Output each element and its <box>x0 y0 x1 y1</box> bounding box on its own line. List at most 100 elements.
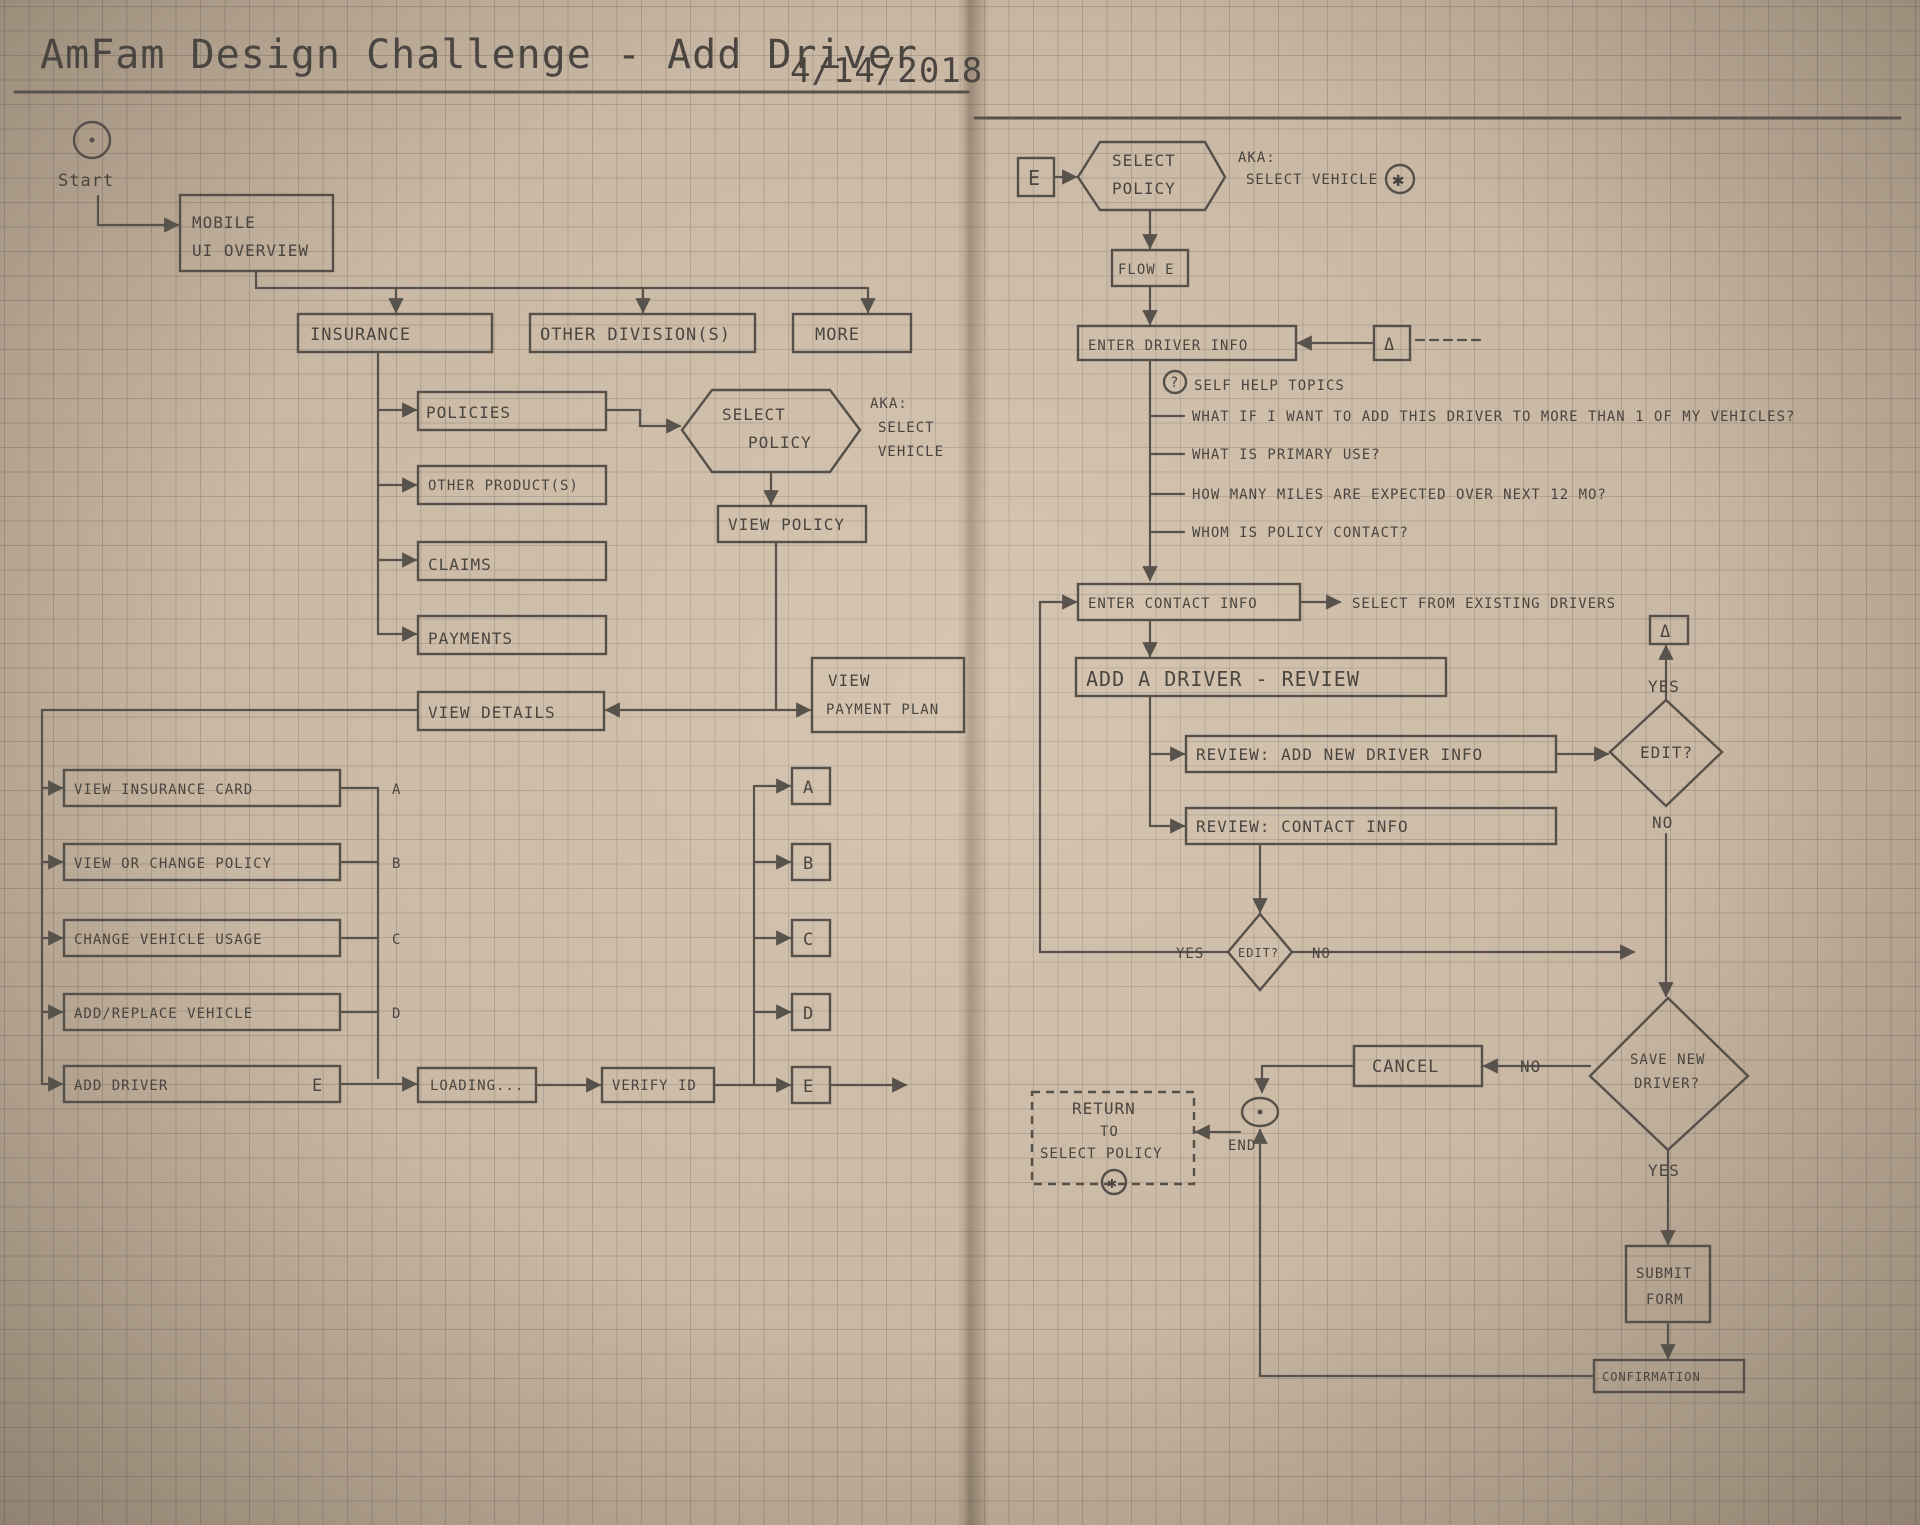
mobile-overview-line2: UI OVERVIEW <box>192 241 309 260</box>
enter-driver-label: ENTER DRIVER INFO <box>1088 338 1248 354</box>
output-letter: B <box>803 854 814 874</box>
payments-label: PAYMENTS <box>428 629 513 648</box>
start-connector <box>96 194 180 233</box>
select-existing-label: SELECT FROM EXISTING DRIVERS <box>1352 596 1616 612</box>
aka-label-3: VEHICLE <box>878 444 944 460</box>
output-box <box>790 918 832 958</box>
other-products-label: OTHER PRODUCT(S) <box>428 478 579 494</box>
view-details-label: VIEW DETAILS <box>428 703 556 722</box>
star-icon: ✱ <box>1392 167 1405 191</box>
aka-label-2: SELECT <box>878 420 935 436</box>
edit1-no-label: NO <box>1652 813 1673 832</box>
end-dot <box>1257 1109 1263 1115</box>
output-letter: E <box>803 1077 814 1097</box>
view-policy-box <box>716 504 868 544</box>
more-box <box>791 312 913 354</box>
aka-right-2: SELECT VEHICLE <box>1246 172 1378 188</box>
claims-box <box>416 540 608 582</box>
verify-id-label: VERIFY ID <box>612 1078 697 1094</box>
return-line3: SELECT POLICY <box>1040 1146 1163 1162</box>
edit2-no-label: NO <box>1312 946 1331 962</box>
menu-label: VIEW OR CHANGE POLICY <box>74 856 272 872</box>
cancel-to-end-connector <box>1254 1064 1356 1094</box>
end-node <box>1240 1096 1280 1128</box>
output-box <box>790 766 832 806</box>
policies-label: POLICIES <box>426 403 511 422</box>
save-driver-decision <box>1588 996 1750 1152</box>
return-star-icon: ✱ <box>1107 1173 1118 1192</box>
start-label: Start <box>58 171 114 191</box>
view-policy-label: VIEW POLICY <box>728 515 845 534</box>
menu-letter: D <box>392 1006 401 1022</box>
menu-label: ADD DRIVER <box>74 1078 168 1094</box>
enter-driver-box <box>1076 324 1298 362</box>
start-node <box>72 120 112 160</box>
help-icon-glyph: ? <box>1170 375 1179 391</box>
policies-to-select-connector <box>604 408 682 434</box>
save-no-label: NO <box>1520 1057 1541 1076</box>
insurance-box <box>296 312 494 354</box>
select-policy-hexagon <box>680 388 862 474</box>
select-policy-right-line2: POLICY <box>1112 179 1176 198</box>
enter-contact-label: ENTER CONTACT INFO <box>1088 596 1258 612</box>
more-label: MORE <box>815 325 860 345</box>
help-topics: WHAT IF I WANT TO ADD THIS DRIVER TO MOR… <box>1148 409 1795 541</box>
menu-letter: C <box>392 932 401 948</box>
edit-decision-2-label: EDIT? <box>1238 946 1279 960</box>
view-details-left-connector <box>40 708 420 1086</box>
return-box <box>1030 1090 1196 1186</box>
confirmation-label: CONFIRMATION <box>1602 1370 1701 1384</box>
edit2-yes-loop <box>1038 594 1230 954</box>
edit-decision-1 <box>1608 698 1724 808</box>
mobile-branch-connector <box>254 269 870 290</box>
menu-letter: B <box>392 856 401 872</box>
end-label: END <box>1228 1138 1256 1154</box>
e-entry-label: E <box>1028 166 1041 190</box>
save-driver-line2: DRIVER? <box>1634 1076 1700 1092</box>
menu-label: VIEW INSURANCE CARD <box>74 782 253 798</box>
submit-form-box <box>1624 1244 1712 1324</box>
select-policy-right-line1: SELECT <box>1112 151 1176 170</box>
delta-box-bottom <box>1648 614 1690 646</box>
confirmation-to-end-loop <box>1252 1128 1596 1378</box>
edit-decision-1-label: EDIT? <box>1640 743 1693 762</box>
other-divisions-label: OTHER DIVISION(S) <box>540 325 731 345</box>
edit1-yes-label: YES <box>1648 677 1680 696</box>
insurance-label: INSURANCE <box>310 325 411 345</box>
add-driver-review-label: ADD A DRIVER - REVIEW <box>1086 667 1360 691</box>
submit-line2: FORM <box>1646 1292 1684 1308</box>
select-policy-line1: SELECT <box>722 405 786 424</box>
edit2-yes-label: YES <box>1176 946 1204 962</box>
aka-label-1: AKA: <box>870 396 908 412</box>
return-line2: TO <box>1100 1124 1119 1140</box>
save-yes-label: YES <box>1648 1161 1680 1180</box>
help-title: SELF HELP TOPICS <box>1194 378 1345 394</box>
aka-right-1: AKA: <box>1238 150 1276 166</box>
output-letter: C <box>803 930 814 950</box>
review-driver-label: REVIEW: ADD NEW DRIVER INFO <box>1196 745 1483 764</box>
edit-decision-2 <box>1226 912 1294 992</box>
output-box <box>790 992 832 1032</box>
page-title: AmFam Design Challenge - Add Driver <box>40 32 918 78</box>
menu-letter: E <box>312 1076 323 1096</box>
help-item: WHAT IF I WANT TO ADD THIS DRIVER TO MOR… <box>1192 409 1795 425</box>
delta-label-top: Δ <box>1384 335 1395 355</box>
help-item: HOW MANY MILES ARE EXPECTED OVER NEXT 12… <box>1192 487 1607 503</box>
cancel-label: CANCEL <box>1372 1057 1439 1077</box>
loading-label: LOADING... <box>430 1078 524 1094</box>
select-policy-line2: POLICY <box>748 433 812 452</box>
view-payment-line1: VIEW <box>828 671 871 690</box>
submit-line1: SUBMIT <box>1636 1266 1693 1282</box>
view-payment-plan-box <box>810 656 966 734</box>
other-products-box <box>416 464 608 506</box>
help-item: WHAT IS PRIMARY USE? <box>1192 447 1381 463</box>
help-item: WHOM IS POLICY CONTACT? <box>1192 525 1409 541</box>
menu-label: ADD/REPLACE VEHICLE <box>74 1006 253 1022</box>
review-contact-box <box>1184 806 1558 846</box>
payments-box <box>416 614 608 656</box>
page-date: 4/14/2018 <box>790 51 983 91</box>
